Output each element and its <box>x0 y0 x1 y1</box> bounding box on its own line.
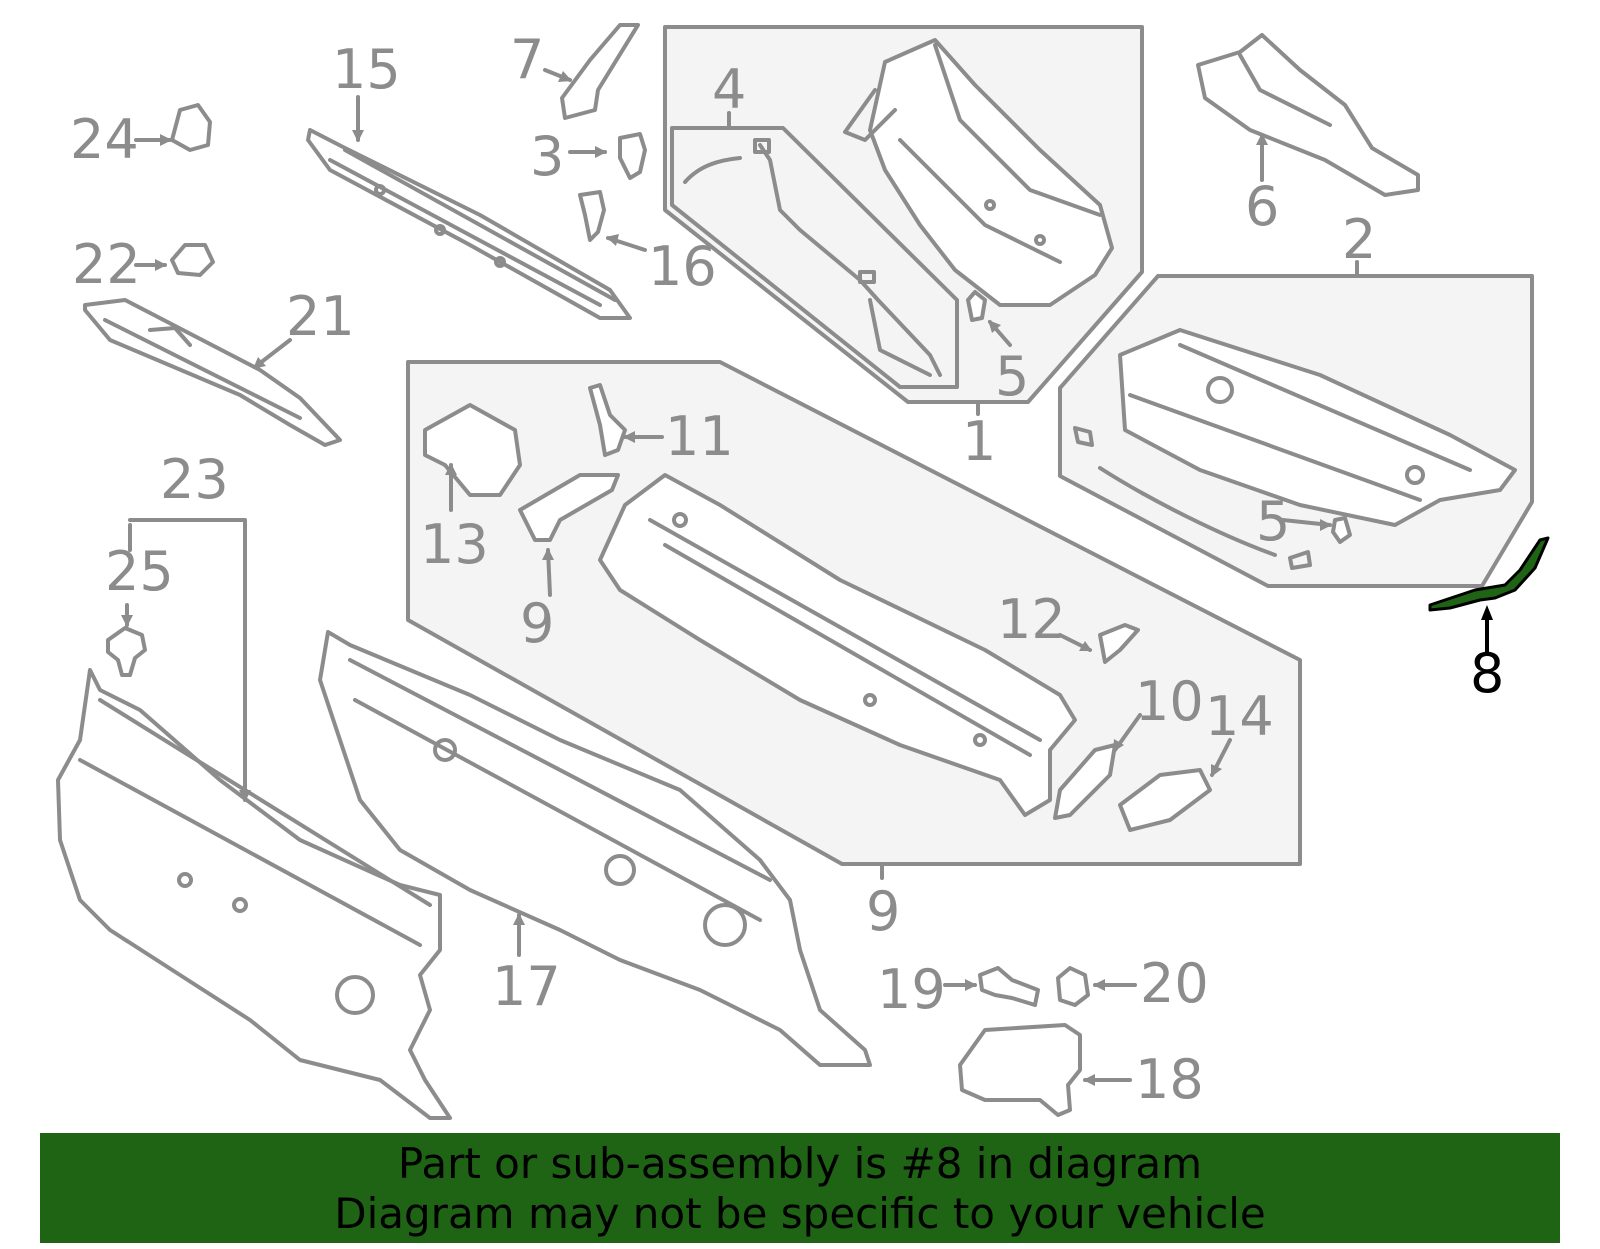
info-banner: Part or sub-assembly is #8 in diagram Di… <box>40 1133 1560 1243</box>
part-7-bracket <box>560 23 640 120</box>
callout-5-upper: 5 <box>995 345 1029 408</box>
callout-24: 23 <box>160 448 229 511</box>
callout-10: 9 <box>520 592 554 655</box>
part-3-clip <box>618 132 647 180</box>
callout-11: 10 <box>1135 670 1204 733</box>
callout-3: 3 <box>530 125 564 188</box>
part-11-bracket <box>1053 743 1117 820</box>
part-9-cowl-top-panel <box>598 473 1077 817</box>
callout-19: 18 <box>1135 1048 1204 1111</box>
callout-16: 15 <box>332 38 401 101</box>
part-14-bracket <box>423 403 522 497</box>
callout-6: 6 <box>1245 175 1279 238</box>
part-13-bracket <box>1098 623 1140 664</box>
assembly-box-1 <box>663 25 1144 404</box>
part-20-bolt <box>978 966 1040 1007</box>
callout-9: 9 <box>866 880 900 943</box>
part-5-nozzle-b <box>1331 516 1352 544</box>
callout-12: 11 <box>665 405 734 468</box>
part-22-rail <box>83 298 342 447</box>
part-12-bracket <box>588 383 627 457</box>
callout-5-lower: 5 <box>1256 490 1290 553</box>
callout-22: 21 <box>286 285 355 348</box>
part-4-washer-hose <box>683 138 942 377</box>
callout-17: 16 <box>648 235 717 298</box>
banner-line-2: Diagram may not be specific to your vehi… <box>334 1189 1266 1238</box>
callout-4: 4 <box>712 58 746 121</box>
callout-23: 22 <box>72 233 141 296</box>
part-16-rail <box>306 128 632 320</box>
part-25-clip <box>170 103 212 152</box>
callout-18: 17 <box>492 955 561 1018</box>
callout-14: 13 <box>420 513 489 576</box>
part-17-bolt <box>578 190 606 242</box>
part-24-dash-panel <box>56 668 452 1120</box>
part-8-highlighted[interactable] <box>1428 536 1550 655</box>
leader-24 <box>128 518 247 802</box>
part-23-nut <box>170 243 215 277</box>
part-26-clip <box>106 626 147 677</box>
callout-2: 2 <box>1342 208 1376 271</box>
callout-25: 24 <box>70 108 139 171</box>
part-18-insulator <box>318 630 872 1067</box>
part-6-bracket <box>1196 33 1420 197</box>
callout-1: 1 <box>962 410 996 473</box>
callout-21: 20 <box>1140 952 1209 1015</box>
part-15-bracket <box>1118 768 1212 832</box>
part-1-cowl-panel <box>843 38 1114 307</box>
banner-line-1: Part or sub-assembly is #8 in diagram <box>397 1139 1203 1188</box>
part-5-nozzle-a <box>966 290 987 322</box>
assembly-box-4 <box>670 126 959 389</box>
part-19-bracket <box>958 1023 1082 1117</box>
part-21-nut <box>1056 966 1090 1007</box>
part-10-bracket <box>518 473 620 542</box>
callout-8[interactable]: 8 <box>1470 642 1504 705</box>
callout-7: 7 <box>510 28 544 91</box>
callout-26: 25 <box>105 540 174 603</box>
arrowheads <box>121 71 1332 1086</box>
callout-20: 19 <box>877 958 946 1021</box>
callout-13: 12 <box>997 588 1066 651</box>
part-2-cowl-assembly <box>1073 328 1517 570</box>
callout-15: 14 <box>1205 685 1274 748</box>
